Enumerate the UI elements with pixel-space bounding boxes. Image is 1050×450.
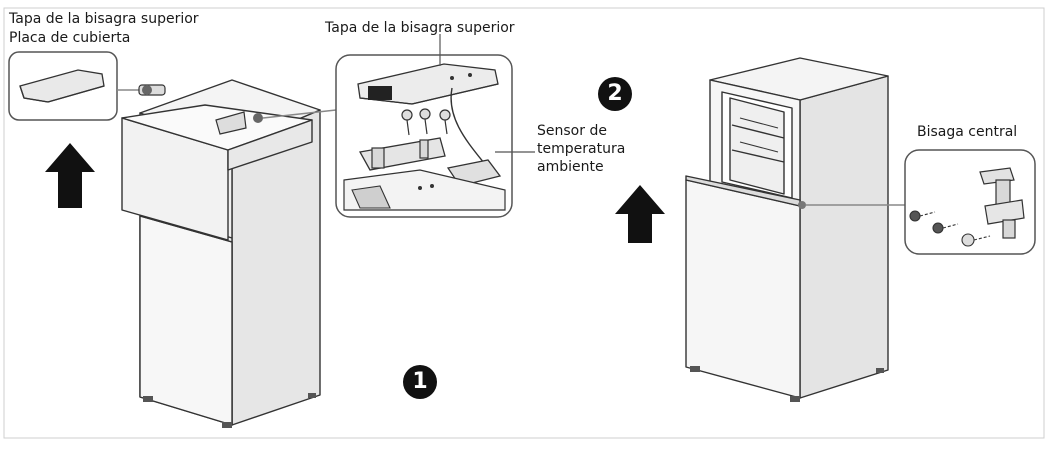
sensor-label-line2: temperatura xyxy=(537,141,626,157)
top-hinge-callout xyxy=(335,54,513,218)
step-2-badge: 2 xyxy=(598,77,632,111)
diagram-frame xyxy=(3,7,1045,439)
callout-top-hinge-cover-label: Tapa de la bisagra superior xyxy=(325,20,515,36)
top-hinge-cover-label: Tapa de la bisagra superior xyxy=(9,11,199,27)
cover-plate-label: Placa de cubierta xyxy=(9,30,131,46)
center-hinge-label: Bisaga central xyxy=(917,124,1018,140)
center-hinge-callout xyxy=(904,149,1036,255)
sensor-label-line1: Sensor de xyxy=(537,123,607,139)
up-arrow-right xyxy=(615,185,665,243)
refrigerator-right xyxy=(685,57,889,402)
hinge-connector-line xyxy=(262,109,337,119)
upper-door-left xyxy=(121,104,313,241)
step-1-badge: 1 xyxy=(403,365,437,399)
sensor-label-line3: ambiente xyxy=(537,159,604,175)
cover-plate-inset xyxy=(8,51,118,121)
up-arrow-left xyxy=(45,143,95,208)
top-hinge-parts xyxy=(138,84,263,135)
center-hinge-point xyxy=(798,201,806,209)
